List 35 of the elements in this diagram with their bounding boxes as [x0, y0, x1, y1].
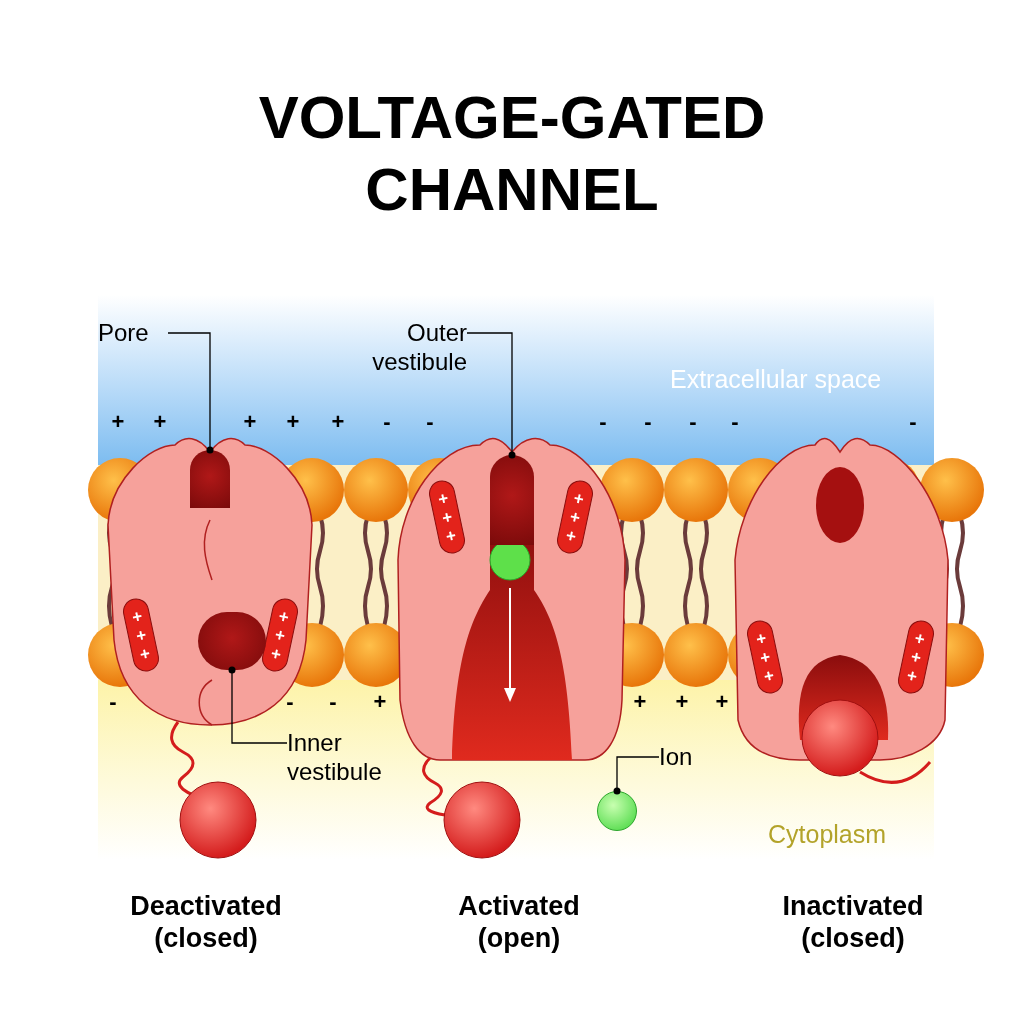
leader-line [228, 666, 288, 744]
callout-label: Pore [98, 318, 168, 350]
charge-sign: - [730, 411, 740, 433]
charge-sign: + [110, 411, 126, 433]
charge-sign: - [285, 691, 295, 713]
charge-sign: + [372, 691, 388, 713]
charge-sign: + [330, 411, 346, 433]
charge-sign: + [152, 411, 168, 433]
charge-sign: + [674, 691, 690, 713]
state-label: Deactivated (closed) [129, 890, 283, 954]
region-label: Extracellular space [670, 364, 882, 394]
state-label: Inactivated (closed) [781, 890, 925, 954]
charge-sign: - [643, 411, 653, 433]
leader-line [613, 756, 660, 795]
leader-line [466, 332, 516, 459]
charge-sign: - [598, 411, 608, 433]
charge-sign: - [425, 411, 435, 433]
callout-label: Outer vestibule [337, 318, 467, 380]
callout-label: Ion [659, 742, 709, 774]
charge-sign: - [688, 411, 698, 433]
region-label: Cytoplasm [768, 819, 887, 849]
vestibule-cavity [490, 455, 534, 545]
charge-sign: - [328, 691, 338, 713]
leader-line [167, 332, 214, 454]
charge-sign: - [382, 411, 392, 433]
charge-sign: + [285, 411, 301, 433]
charge-sign: + [242, 411, 258, 433]
callout-label: Inner vestibule [287, 728, 417, 790]
state-label: Activated (open) [457, 890, 581, 954]
charge-sign: + [714, 691, 730, 713]
diagram-title: VOLTAGE-GATED CHANNEL [257, 83, 767, 225]
charge-sign: - [908, 411, 918, 433]
charge-sign: - [108, 691, 118, 713]
vestibule-cavity [190, 450, 230, 508]
charge-sign: + [632, 691, 648, 713]
